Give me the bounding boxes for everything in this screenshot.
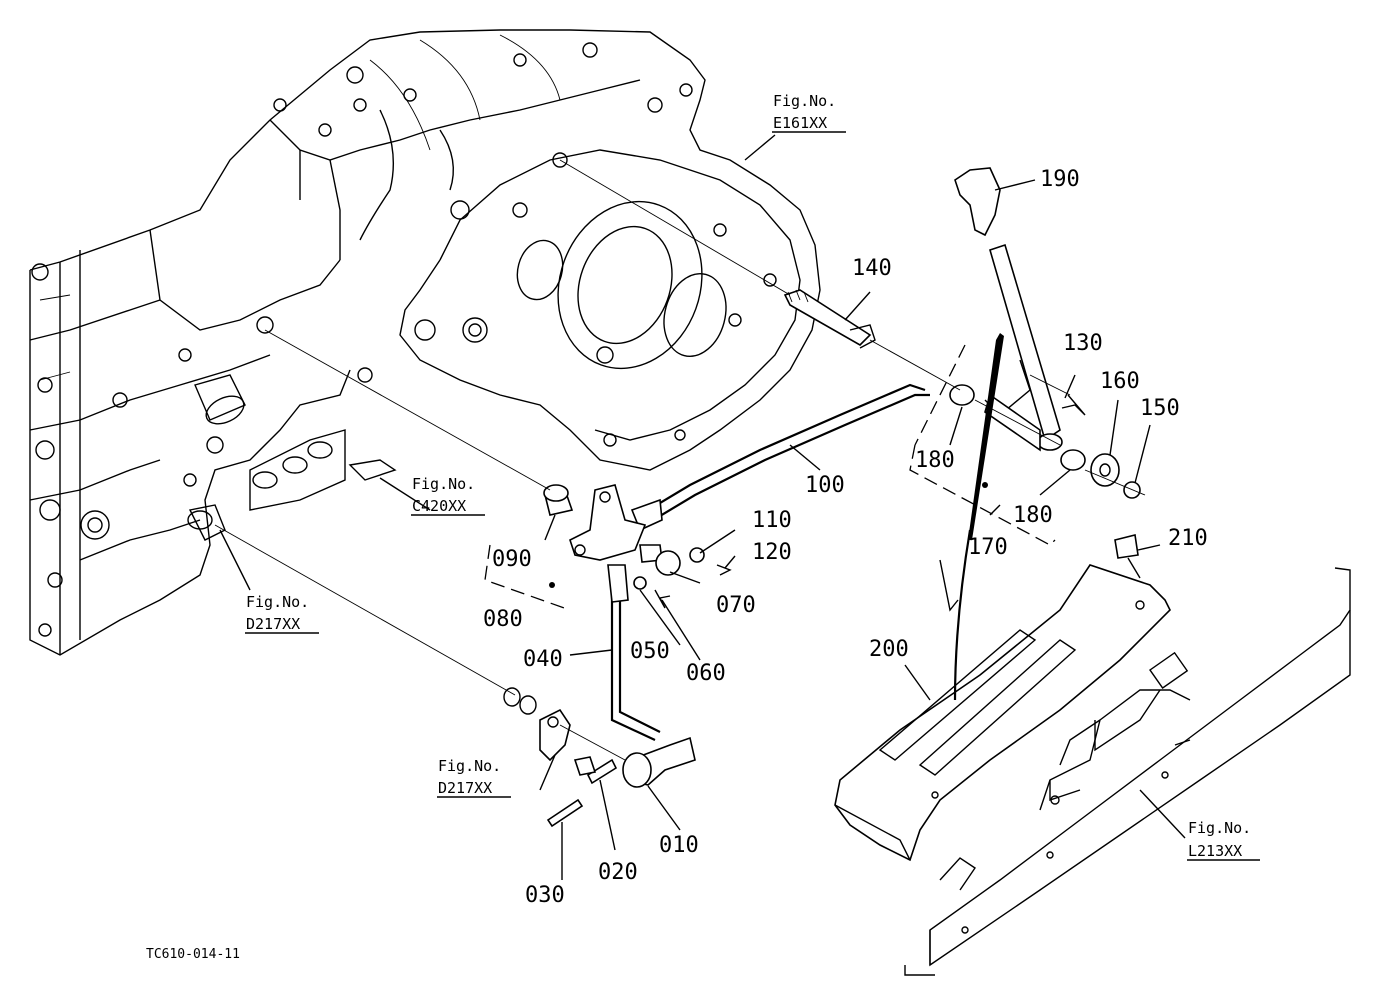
part-label-210: 210	[1168, 526, 1208, 551]
linkage-parts	[503, 289, 1141, 828]
figure-references: Fig.No. E161XX Fig.No. C420XX Fig.No. D2…	[245, 92, 1260, 861]
lever-grip-190	[954, 167, 1001, 237]
group-brackets	[484, 344, 1056, 611]
figref-l213-label: Fig.No.	[1188, 819, 1251, 837]
rod-040	[610, 570, 656, 741]
part-labels: 190 140 130 160 150 180 180 170 100 110 …	[483, 167, 1208, 908]
rod-100	[639, 383, 926, 516]
figref-e161-code: E161XX	[773, 114, 827, 132]
figref-d217-lower: Fig.No. D217XX	[437, 757, 511, 798]
figref-c420-label: Fig.No.	[412, 475, 475, 493]
leader-lines	[219, 134, 1186, 880]
part-label-070: 070	[716, 593, 756, 618]
shaft-140	[783, 289, 872, 346]
part-label-200: 200	[869, 637, 909, 662]
part-label-040: 040	[523, 647, 563, 672]
drawing-code: TC610-014-11	[146, 947, 240, 962]
figref-d217-lower-code: D217XX	[438, 779, 492, 797]
figref-c420: Fig.No. C420XX	[411, 475, 485, 516]
figref-d217-lower-label: Fig.No.	[438, 757, 501, 775]
pedal-plate-200	[834, 564, 1171, 862]
part-label-020: 020	[598, 860, 638, 885]
part-label-050: 050	[630, 639, 670, 664]
part-label-060: 060	[686, 661, 726, 686]
part-label-180-upper: 180	[915, 448, 955, 473]
part-label-140: 140	[852, 256, 892, 281]
part-label-180-lower: 180	[1013, 503, 1053, 528]
part-label-030: 030	[525, 883, 565, 908]
hand-lever	[939, 167, 1063, 701]
part-label-150: 150	[1140, 396, 1180, 421]
part-label-010: 010	[659, 833, 699, 858]
part-label-090: 090	[492, 547, 532, 572]
part-label-120: 120	[752, 540, 792, 565]
figref-d217-left: Fig.No. D217XX	[245, 593, 319, 634]
part-label-110: 110	[752, 508, 792, 533]
figref-l213: Fig.No. L213XX	[1187, 819, 1260, 861]
figref-l213-code: L213XX	[1188, 842, 1242, 860]
alignment-lines	[214, 159, 1146, 761]
part-label-160: 160	[1100, 369, 1140, 394]
part-label-130: 130	[1063, 331, 1103, 356]
figref-d217-left-code: D217XX	[246, 615, 300, 633]
part-label-080: 080	[483, 607, 523, 632]
step-frame	[904, 567, 1351, 976]
transmission-housing	[29, 29, 821, 656]
part-label-190: 190	[1040, 167, 1080, 192]
figref-d217-left-label: Fig.No.	[246, 593, 309, 611]
part-label-170: 170	[968, 535, 1008, 560]
part-label-100: 100	[805, 473, 845, 498]
figref-e161-label: Fig.No.	[773, 92, 836, 110]
figref-c420-code: C420XX	[412, 497, 466, 515]
figref-e161: Fig.No. E161XX	[772, 92, 846, 133]
